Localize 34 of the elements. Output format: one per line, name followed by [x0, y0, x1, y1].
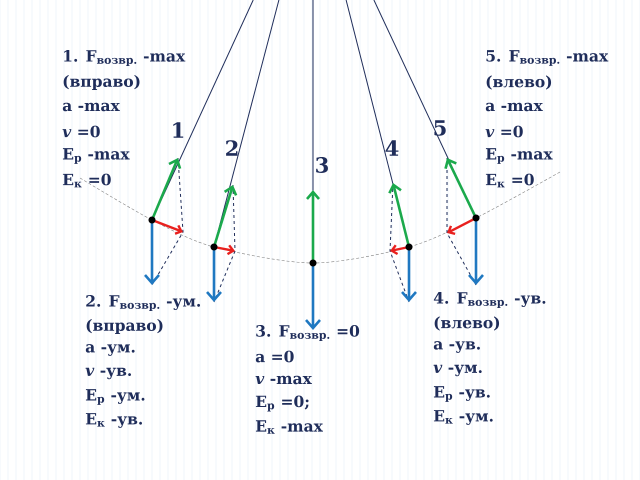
property-text: E$_{к}$ -ум. [434, 410, 493, 425]
property-text: v -ув. [86, 368, 131, 380]
property-text: a -max [62, 102, 120, 112]
position-number: 2 [226, 140, 238, 156]
property-text: 5. F$_{возвр.}$ -max [486, 50, 608, 66]
property-text: a -ув. [434, 341, 480, 353]
property-text: (вправо) [64, 75, 140, 90]
property-text: E$_{к}$ =0 [62, 174, 111, 188]
property-text: v =0 [486, 126, 523, 138]
property-text: E$_{к}$ =0 [486, 174, 534, 188]
property-text: E$_{к}$ -ув. [86, 413, 142, 428]
property-text: 1. F$_{возвр.}$ -max [64, 50, 186, 66]
property-text: a -ум. [86, 344, 135, 356]
property-text: E$_{р}$ -ум. [86, 389, 144, 405]
property-text: E$_{р}$ -ув. [434, 386, 490, 402]
property-text: 2. F$_{возвр.}$ -ум. [86, 295, 200, 311]
property-text: 3. F$_{возвр.}$ =0 [256, 325, 360, 341]
position-number: 3 [316, 157, 328, 173]
property-text: a -max [486, 102, 543, 112]
property-text: 4. F$_{возвр.}$ -ув. [434, 292, 546, 308]
position-number: 1 [173, 122, 184, 138]
property-text: E$_{р}$ =0; [256, 396, 309, 412]
property-text: (вправо) [86, 319, 162, 334]
property-text: (влево) [486, 75, 552, 90]
property-text: v -ум. [434, 364, 482, 376]
property-text: a =0 [256, 350, 294, 362]
property-text: E$_{р}$ -max [486, 148, 553, 164]
property-text: E$_{р}$ -max [62, 148, 130, 164]
property-text: v =0 [62, 126, 100, 138]
position-number: 5 [434, 120, 446, 136]
property-text: E$_{к}$ -max [256, 420, 323, 434]
property-text: (влево) [434, 316, 500, 331]
property-text: v -max [256, 376, 312, 384]
position-number: 4 [386, 140, 398, 156]
